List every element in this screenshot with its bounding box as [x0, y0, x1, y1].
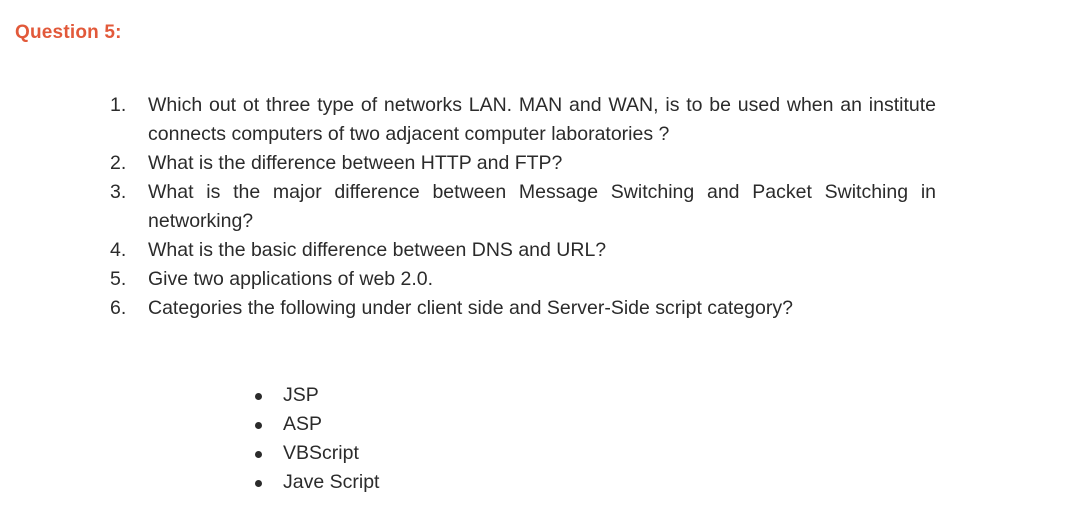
list-marker-6: 6. — [110, 297, 127, 319]
question-text-3: What is the major difference between Mes… — [148, 181, 936, 232]
question-item-5: 5. Give two applications of web 2.0. — [110, 265, 936, 294]
list-item: ASP — [255, 410, 379, 439]
question-text-1: Which out ot three type of networks LAN.… — [148, 94, 936, 145]
question-item-6: 6. Categories the following under client… — [110, 294, 936, 323]
script-category-list: JSP ASP VBScript Jave Script — [255, 381, 379, 497]
question-text-6: Categories the following under client si… — [148, 297, 793, 319]
question-list: 1. Which out ot three type of networks L… — [110, 91, 936, 323]
bullet-dot-icon — [255, 393, 262, 400]
list-marker-1: 1. — [110, 94, 127, 116]
question-text-2: What is the difference between HTTP and … — [148, 152, 563, 174]
page-title: Question 5: — [15, 22, 122, 43]
list-item: Jave Script — [255, 468, 379, 497]
sub-item-label-vbscript: VBScript — [283, 442, 359, 464]
question-item-4: 4. What is the basic difference between … — [110, 236, 936, 265]
question-text-5: Give two applications of web 2.0. — [148, 268, 434, 290]
sub-item-label-javescript: Jave Script — [283, 471, 380, 493]
question-item-1: 1. Which out ot three type of networks L… — [110, 91, 936, 149]
question-item-3: 3. What is the major difference between … — [110, 178, 936, 236]
list-marker-3: 3. — [110, 181, 127, 203]
list-marker-5: 5. — [110, 268, 127, 290]
question-item-2: 2. What is the difference between HTTP a… — [110, 149, 936, 178]
bullet-dot-icon — [255, 480, 262, 487]
list-item: JSP — [255, 381, 379, 410]
bullet-dot-icon — [255, 451, 262, 458]
sub-item-label-jsp: JSP — [283, 384, 319, 406]
bullet-dot-icon — [255, 422, 262, 429]
list-marker-2: 2. — [110, 152, 127, 174]
question-text-4: What is the basic difference between DNS… — [148, 239, 607, 261]
list-marker-4: 4. — [110, 239, 127, 261]
sub-item-label-asp: ASP — [283, 413, 323, 435]
list-item: VBScript — [255, 439, 379, 468]
